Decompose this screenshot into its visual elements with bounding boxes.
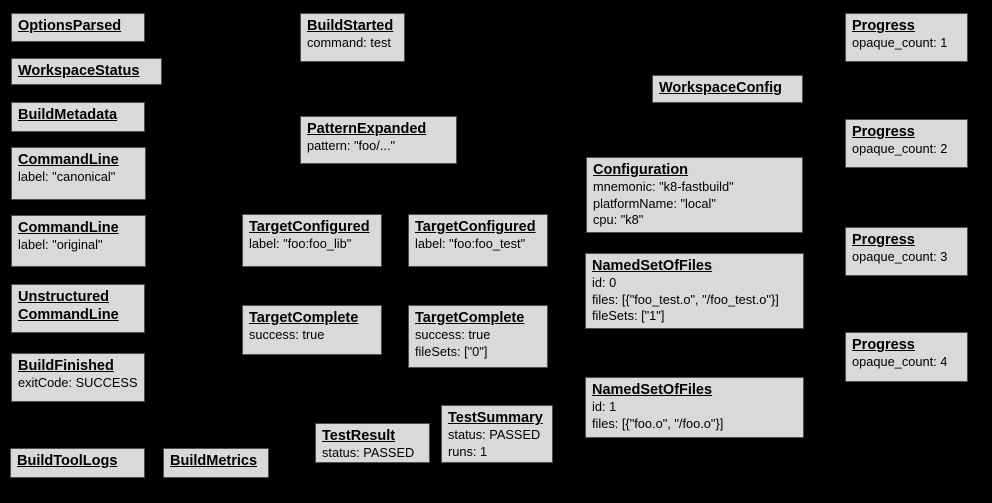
event-node-detail: fileSets: ["1"] bbox=[592, 308, 665, 323]
event-node-detail: opaque_count: 3 bbox=[852, 249, 948, 264]
event-node-title: WorkspaceConfig bbox=[659, 80, 783, 96]
event-node-title: CommandLine bbox=[18, 220, 119, 236]
event-node-title: TargetComplete bbox=[415, 310, 525, 326]
event-node-detail: label: "foo:foo_lib" bbox=[249, 236, 352, 251]
event-node-title: NamedSetOfFiles bbox=[592, 258, 713, 274]
event-node-detail: id: 0 bbox=[592, 275, 617, 290]
event-node-title: Progress bbox=[852, 124, 915, 140]
event-node-title: PatternExpanded bbox=[307, 121, 427, 137]
event-node-title: BuildStarted bbox=[307, 18, 394, 34]
event-node-title: WorkspaceStatus bbox=[18, 63, 140, 79]
event-node-title: TargetConfigured bbox=[249, 219, 370, 235]
event-node-detail: fileSets: ["0"] bbox=[415, 343, 488, 359]
event-node-build-tool-logs: BuildToolLogs bbox=[10, 448, 145, 478]
event-node-title: TestSummary bbox=[448, 410, 543, 426]
event-node-build-metrics: BuildMetrics bbox=[163, 448, 269, 478]
event-node-detail: label: "original" bbox=[18, 237, 103, 252]
event-node-detail: opaque_count: 2 bbox=[852, 141, 948, 156]
event-node-title: OptionsParsed bbox=[18, 18, 122, 34]
event-node-detail: success: true bbox=[415, 327, 491, 342]
event-node-detail: command: test bbox=[307, 35, 391, 50]
event-node-detail: status: PASSED bbox=[322, 445, 415, 460]
event-node-title: TestResult bbox=[322, 428, 396, 444]
event-node-title: CommandLine bbox=[18, 307, 119, 323]
event-node-detail: exitCode: SUCCESS bbox=[18, 375, 138, 390]
event-node-title: NamedSetOfFiles bbox=[592, 382, 713, 398]
event-node-options-parsed: OptionsParsed bbox=[11, 13, 145, 42]
event-node-title: BuildMetadata bbox=[18, 107, 118, 123]
event-node-title: Unstructured bbox=[18, 289, 110, 305]
event-node-title: BuildToolLogs bbox=[17, 453, 118, 469]
event-node-detail: opaque_count: 1 bbox=[852, 35, 948, 50]
event-node-title: TargetComplete bbox=[249, 310, 359, 326]
event-node-title: BuildMetrics bbox=[170, 453, 258, 469]
event-node-detail: opaque_count: 4 bbox=[852, 354, 948, 369]
event-node-detail: platformName: "local" bbox=[593, 195, 716, 211]
event-node-workspace-config: WorkspaceConfig bbox=[652, 75, 803, 103]
event-node-title: CommandLine bbox=[18, 152, 119, 168]
event-node-detail: cpu: "k8" bbox=[593, 212, 644, 227]
event-node-workspace-status: WorkspaceStatus bbox=[11, 58, 162, 85]
event-node-detail: success: true bbox=[249, 327, 325, 342]
event-node-detail: id: 1 bbox=[592, 399, 617, 414]
event-node-detail: runs: 1 bbox=[448, 443, 488, 459]
event-node-detail: files: [{"foo.o", "/foo.o"}] bbox=[592, 415, 724, 431]
event-node-build-metadata: BuildMetadata bbox=[11, 102, 145, 132]
event-node-detail: pattern: "foo/..." bbox=[307, 138, 396, 153]
event-node-detail: label: "foo:foo_test" bbox=[415, 236, 526, 251]
event-node-detail: status: PASSED bbox=[448, 427, 541, 442]
event-node-title: TargetConfigured bbox=[415, 219, 536, 235]
event-node-title: Progress bbox=[852, 232, 915, 248]
event-node-detail: files: [{"foo_test.o", "/foo_test.o"}] bbox=[592, 291, 779, 307]
event-node-title: Progress bbox=[852, 18, 915, 34]
event-node-title: Configuration bbox=[593, 162, 689, 178]
event-node-detail: label: "canonical" bbox=[18, 169, 116, 184]
event-node-title: BuildFinished bbox=[18, 358, 114, 374]
event-node-detail: mnemonic: "k8-fastbuild" bbox=[593, 179, 734, 194]
event-node-title: Progress bbox=[852, 337, 915, 353]
